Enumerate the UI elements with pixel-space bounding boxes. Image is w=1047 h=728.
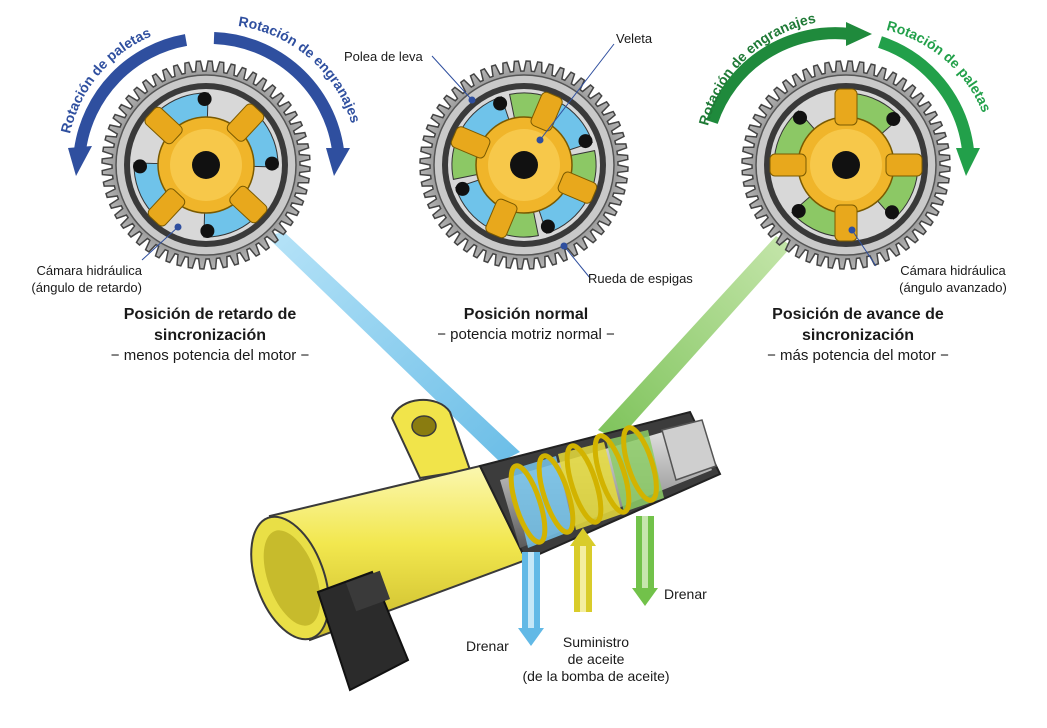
- cam-pulley-label: Polea de leva: [344, 49, 423, 64]
- advance-title-line2: sincronización: [801, 327, 915, 344]
- advance-chamber-label-line2: (ángulo avanzado): [899, 280, 1007, 295]
- normal-position-block: Posición normal − potencia motriz normal…: [437, 304, 615, 345]
- normal-title: Posición normal: [463, 306, 589, 323]
- oil-supply-line1: Suministro: [562, 634, 630, 650]
- solenoid-valve-icon: [250, 399, 722, 692]
- drain-right-label: Drenar: [664, 586, 707, 602]
- retard-gear-arrow-icon: [213, 32, 350, 176]
- advance-vane-arrow-icon: [878, 36, 980, 176]
- retard-title-line2: sincronización: [153, 327, 267, 344]
- advance-subtitle: − más potencia del motor −: [767, 347, 949, 364]
- drain-left-arrow-icon: [518, 552, 544, 646]
- drain-right-arrow-icon: [632, 516, 658, 606]
- sprocket-label: Rueda de espigas: [588, 271, 693, 286]
- connector-icon: [316, 570, 410, 692]
- advance-gear-icon: [741, 60, 951, 270]
- advance-chamber-label-line1: Cámara hidráulica: [900, 263, 1006, 278]
- retard-beam: [266, 232, 520, 462]
- advance-chamber-label: Cámara hidráulica (ángulo avanzado): [878, 262, 1028, 296]
- retard-chamber-label-line1: Cámara hidráulica: [36, 263, 143, 278]
- retard-gear-icon: [101, 60, 311, 270]
- oil-supply-arrow-icon: [570, 528, 596, 612]
- normal-gear-icon: [419, 60, 629, 270]
- oil-supply-label: Suministro de aceite (de la bomba de ace…: [522, 634, 669, 685]
- retard-vane-arrow-icon: [68, 34, 188, 176]
- vane-label: Veleta: [616, 31, 653, 46]
- advance-gear-arrow-icon: [706, 22, 872, 124]
- retard-subtitle: − menos potencia del motor −: [110, 347, 310, 364]
- drain-left-label: Drenar: [466, 638, 509, 654]
- normal-subtitle: − potencia motriz normal −: [437, 326, 615, 343]
- oil-supply-line3: (de la bomba de aceite): [522, 668, 670, 684]
- leader-lines: [141, 43, 877, 279]
- advance-beam: [598, 236, 792, 440]
- retard-position-block: Posición de retardo de sincronización − …: [111, 304, 309, 366]
- retard-chamber-label-line2: (ángulo de retardo): [31, 280, 142, 295]
- advance-title-line1: Posición de avance de: [772, 306, 944, 323]
- retard-chamber-label: Cámara hidráulica (ángulo de retardo): [20, 262, 142, 296]
- advance-position-block: Posición de avance de sincronización − m…: [767, 304, 949, 366]
- oil-supply-line2: de aceite: [567, 651, 625, 667]
- retard-title-line1: Posición de retardo de: [123, 306, 297, 323]
